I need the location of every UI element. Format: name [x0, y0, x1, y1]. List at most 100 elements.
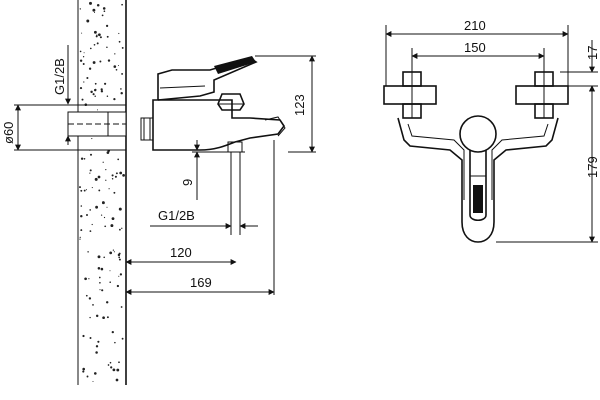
width-150-label: 150	[464, 40, 486, 55]
concrete-dot	[118, 32, 120, 35]
concrete-dot	[106, 151, 110, 154]
concrete-dot	[82, 63, 85, 65]
concrete-dot	[120, 306, 123, 308]
concrete-dot	[109, 361, 112, 364]
concrete-dot	[79, 186, 81, 189]
concrete-dot	[93, 372, 97, 375]
concrete-dot	[115, 172, 118, 175]
concrete-dot	[98, 276, 101, 279]
concrete-hatch	[79, 1, 125, 383]
concrete-dot	[85, 189, 87, 191]
wall-section	[77, 0, 127, 385]
concrete-dot	[79, 236, 81, 238]
concrete-dot	[90, 90, 93, 94]
concrete-dot	[106, 206, 108, 208]
concrete-dot	[97, 109, 98, 111]
concrete-dot	[96, 42, 99, 45]
concrete-dot	[93, 30, 97, 34]
concrete-dot	[83, 189, 86, 192]
concrete-dot	[121, 227, 123, 229]
offset-17-label: 17	[585, 46, 600, 60]
concrete-dot	[120, 88, 122, 90]
depth-169-label: 169	[190, 275, 212, 290]
concrete-dot	[111, 177, 114, 180]
concrete-dot	[116, 368, 120, 372]
depth-120-label: 120	[170, 245, 192, 260]
concrete-dot	[93, 88, 97, 92]
concrete-dot	[117, 253, 121, 257]
concrete-dot	[82, 56, 85, 58]
concrete-dot	[101, 289, 104, 292]
concrete-dot	[105, 179, 107, 181]
concrete-dot	[88, 67, 92, 70]
concrete-dot	[107, 364, 110, 366]
concrete-dot	[100, 90, 104, 93]
concrete-dot	[106, 35, 109, 38]
concrete-dot	[98, 189, 101, 192]
concrete-dot	[91, 223, 93, 226]
concrete-dot	[116, 284, 120, 288]
concrete-dot	[113, 97, 116, 101]
concrete-dot	[113, 191, 116, 194]
concrete-dot	[109, 281, 111, 283]
concrete-dot	[113, 65, 117, 68]
concrete-dot	[120, 91, 123, 95]
concrete-dot	[83, 81, 85, 83]
concrete-dot	[89, 169, 92, 172]
concrete-dot	[113, 251, 115, 253]
concrete-dot	[83, 52, 85, 54]
side-view-mixer	[140, 56, 286, 235]
concrete-dot	[121, 46, 124, 49]
concrete-dot	[117, 158, 120, 161]
thread-top-label: G1/2B	[52, 58, 67, 95]
concrete-dot	[105, 24, 109, 28]
concrete-dot	[92, 380, 94, 383]
wall-outlet-pipe	[67, 111, 127, 137]
concrete-dot	[102, 161, 104, 163]
concrete-dot	[118, 256, 121, 259]
concrete-dot	[118, 361, 120, 364]
concrete-dot	[94, 82, 97, 85]
concrete-dot	[86, 76, 89, 80]
concrete-dot	[82, 334, 85, 338]
concrete-dot	[98, 33, 101, 37]
concrete-dot	[106, 95, 109, 98]
concrete-dot	[107, 59, 111, 62]
concrete-dot	[114, 175, 117, 178]
front-dimensions: 210 150 17 179	[385, 18, 600, 243]
concrete-dot	[84, 277, 87, 281]
concrete-dot	[94, 95, 96, 97]
concrete-dot	[99, 289, 101, 291]
concrete-dot	[88, 278, 90, 280]
concrete-dot	[101, 14, 104, 17]
concrete-dot	[104, 225, 107, 228]
concrete-dot	[112, 249, 115, 251]
concrete-dot	[108, 188, 110, 190]
concrete-dot	[79, 87, 83, 90]
concrete-dot	[80, 214, 83, 218]
concrete-dot	[118, 65, 119, 66]
spout-gap-label: 9	[180, 179, 195, 186]
concrete-dot	[95, 351, 98, 354]
concrete-dot	[111, 217, 115, 221]
concrete-dot	[122, 174, 125, 177]
concrete-dot	[95, 205, 99, 209]
concrete-dot	[79, 50, 82, 53]
concrete-dot	[89, 1, 92, 5]
concrete-dot	[89, 337, 92, 339]
concrete-dot	[81, 98, 84, 101]
concrete-dot	[89, 47, 92, 50]
concrete-dot	[80, 189, 83, 192]
concrete-dot	[103, 10, 106, 13]
concrete-dot	[106, 316, 109, 319]
concrete-dot	[86, 375, 89, 378]
concrete-dot	[105, 169, 107, 171]
concrete-dot	[97, 255, 101, 259]
concrete-dot	[115, 68, 118, 71]
concrete-dot	[91, 138, 93, 140]
concrete-dot	[105, 301, 109, 304]
concrete-dot	[96, 3, 100, 7]
concrete-dot	[91, 187, 93, 189]
thread-bottom-label: G1/2B	[158, 208, 195, 223]
